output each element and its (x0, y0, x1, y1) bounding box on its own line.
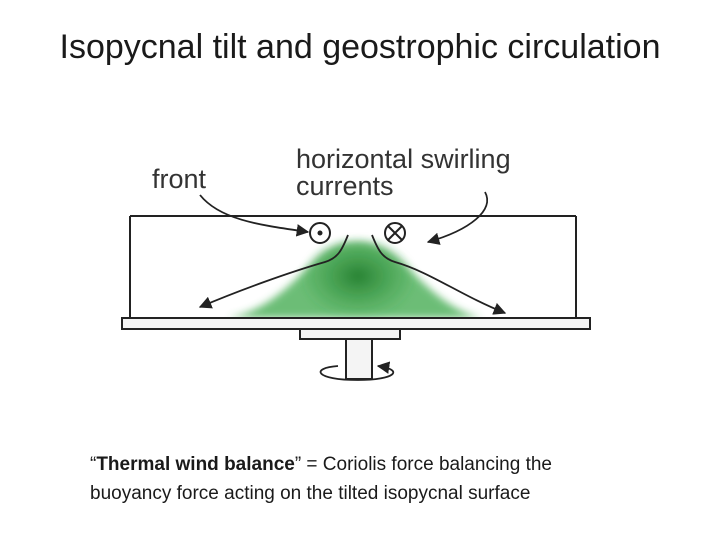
label-arrows (199, 191, 488, 245)
tank-walls (129, 215, 577, 318)
slide-title: Isopycnal tilt and geostrophic circulati… (59, 28, 661, 66)
caption-quote-close: ” (294, 454, 302, 475)
currents-label: horizontal swirling currents (296, 146, 511, 200)
caption-term: Thermal wind balance (96, 454, 295, 475)
caption: “Thermal wind balance” = Coriolis force … (90, 450, 690, 508)
front-label: front (152, 164, 207, 194)
tank-illustration (121, 191, 591, 381)
rotation-arrow-icon (319, 361, 394, 381)
rotating-tank-diagram: front horizontal swirling currents (110, 130, 610, 400)
turntable (299, 328, 401, 340)
caption-line1-rest: = Coriolis force balancing the (301, 454, 552, 475)
dense-fluid-dome (228, 240, 482, 320)
axle (345, 338, 373, 380)
base-plate (121, 317, 591, 330)
into-page-cross-icon (384, 222, 406, 244)
caption-line2: buoyancy force acting on the tilted isop… (90, 483, 531, 504)
currents-label-line1: horizontal swirling (296, 144, 511, 174)
caption-quote-open: “ (90, 454, 97, 475)
currents-label-line2: currents (296, 171, 394, 201)
circulation-arrows (198, 234, 507, 315)
out-of-page-dot-icon (309, 222, 331, 244)
